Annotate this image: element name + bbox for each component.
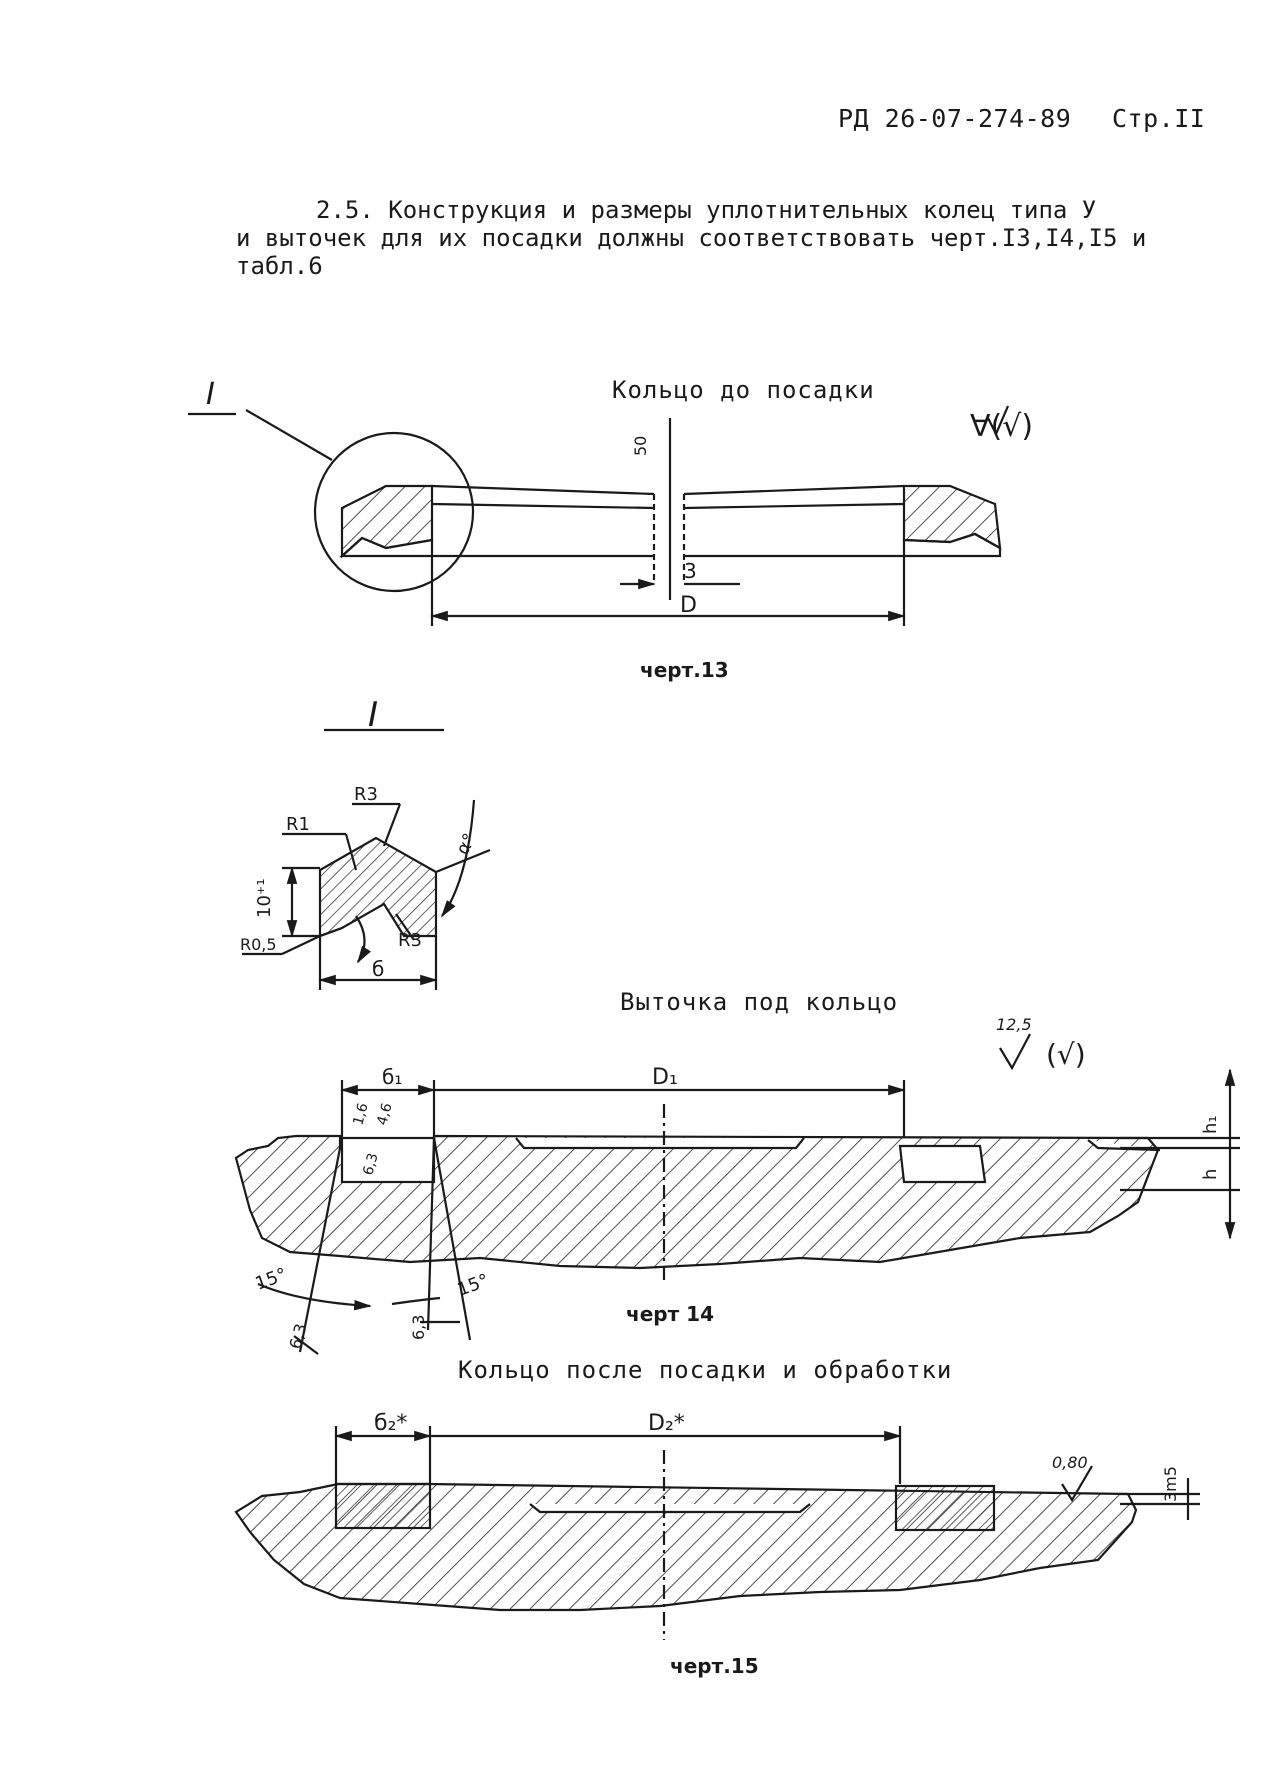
fig13-gap-dim: 3 xyxy=(684,559,697,583)
fig13-drawing xyxy=(188,409,1002,626)
detail-height: 10⁺¹ xyxy=(254,878,275,918)
fig14-drawing xyxy=(234,1068,1240,1355)
fig15-roughness: 0,80 xyxy=(1052,1453,1088,1472)
fig14-r16: 1,6 xyxy=(350,1101,371,1127)
fig14-roughness-paren: (√) xyxy=(1046,1038,1086,1071)
fig15-drawing xyxy=(234,1426,1200,1640)
fig14-r46: 4,6 xyxy=(374,1101,395,1127)
detail-r1: R1 xyxy=(286,814,310,835)
fig13-title: Кольцо до посадки xyxy=(612,376,875,404)
fig13-diameter-dim: D xyxy=(680,593,697,618)
detail-r3-top: R3 xyxy=(354,784,378,805)
detail-width: б xyxy=(372,957,384,981)
fig14-r63c: 6,3 xyxy=(409,1315,428,1340)
drawing-labels: I ∀(√) 3 D 50 I R1 R3 R3 R0,5 10⁺¹ б α° … xyxy=(206,377,1221,1502)
detail-mark: I xyxy=(368,695,378,735)
fig15-h3: 3m5 xyxy=(1161,1466,1180,1502)
fig13-caption: черт.13 xyxy=(640,658,729,682)
fig13-roughness-tick xyxy=(987,405,1010,437)
fig14-caption: черт 14 xyxy=(626,1302,714,1326)
fig15-b2: б₂* xyxy=(374,1411,407,1436)
fig14-h1: h₁ xyxy=(1200,1115,1221,1134)
paragraph-2-5: 2.5. Конструкция и размеры уплотнительны… xyxy=(236,196,1236,280)
fig14-r63a: 6,3 xyxy=(360,1151,381,1177)
fig14-d1: D₁ xyxy=(652,1065,678,1090)
page-number: Стр.II xyxy=(1112,104,1206,133)
fig15-caption: черт.15 xyxy=(670,1654,759,1678)
paragraph-line-1: 2.5. Конструкция и размеры уплотнительны… xyxy=(316,196,1097,224)
fig15-title: Кольцо после посадки и обработки xyxy=(458,1356,953,1384)
fig14-title: Выточка под кольцо xyxy=(620,988,899,1016)
detail-angle: α° xyxy=(452,830,481,859)
fig13-gap-roughness: 50 xyxy=(631,436,650,456)
fig14-b1: б₁ xyxy=(382,1065,402,1089)
fig15-d2: D₂* xyxy=(648,1411,685,1436)
fig14-angle-right: 15° xyxy=(455,1270,492,1301)
doc-code: РД 26-07-274-89 xyxy=(838,104,1072,133)
paragraph-line-2: и выточек для их посадки должны соответс… xyxy=(236,224,1147,252)
paragraph-line-3: табл.6 xyxy=(236,252,323,280)
detail-drawing xyxy=(242,728,491,990)
fig14-angle-left: 15° xyxy=(253,1264,290,1295)
fig13-section-mark: I xyxy=(206,377,215,412)
fig13-roughness: ∀(√) xyxy=(970,409,1033,444)
fig14-roughness-tick xyxy=(999,1033,1031,1071)
fig14-roughness: 12,5 xyxy=(996,1015,1032,1034)
detail-r05: R0,5 xyxy=(240,935,277,954)
detail-r3-bottom: R3 xyxy=(398,930,422,951)
fig14-h: h xyxy=(1200,1169,1221,1180)
